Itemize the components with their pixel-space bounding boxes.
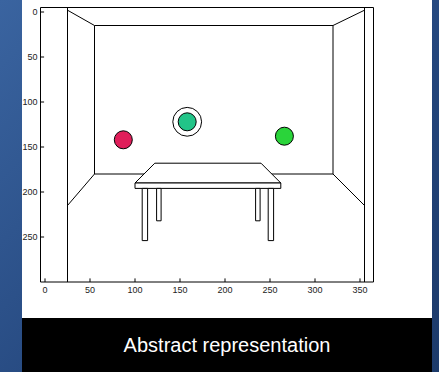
tick-mark	[225, 278, 226, 282]
tick-label: 200	[217, 286, 232, 295]
tick-label: 50	[27, 53, 37, 62]
tick-mark	[90, 278, 91, 282]
tick-mark	[315, 278, 316, 282]
tick-mark	[135, 278, 136, 282]
tick-mark	[41, 102, 45, 103]
tick-label: 300	[307, 286, 322, 295]
room-lines	[68, 8, 365, 283]
plot-content	[41, 8, 374, 283]
tick-mark	[270, 278, 271, 282]
tick-mark	[45, 278, 46, 282]
tick-label: 0	[42, 286, 47, 295]
axes-box	[41, 8, 374, 283]
green-ball	[275, 127, 293, 145]
caption: Abstract representation	[22, 318, 432, 372]
tick-label: 50	[85, 286, 95, 295]
tick-mark	[41, 12, 45, 13]
teal-ball	[178, 113, 196, 131]
tick-mark	[360, 278, 361, 282]
tick-label: 150	[172, 286, 187, 295]
table	[135, 163, 281, 240]
tick-label: 0	[32, 8, 37, 17]
red-ball	[114, 131, 132, 149]
tick-label: 150	[22, 143, 37, 152]
tick-mark	[41, 147, 45, 148]
tick-label: 100	[22, 98, 37, 107]
tick-label: 200	[22, 188, 37, 197]
tick-mark	[41, 237, 45, 238]
tick-label: 250	[262, 286, 277, 295]
tick-mark	[41, 57, 45, 58]
tick-mark	[180, 278, 181, 282]
caption-band	[22, 318, 432, 372]
tick-mark	[41, 192, 45, 193]
tick-label: 100	[127, 286, 142, 295]
tick-label: 250	[22, 233, 37, 242]
figure-panel	[22, 0, 432, 318]
tick-label: 350	[352, 286, 367, 295]
focus-ring	[173, 107, 202, 136]
